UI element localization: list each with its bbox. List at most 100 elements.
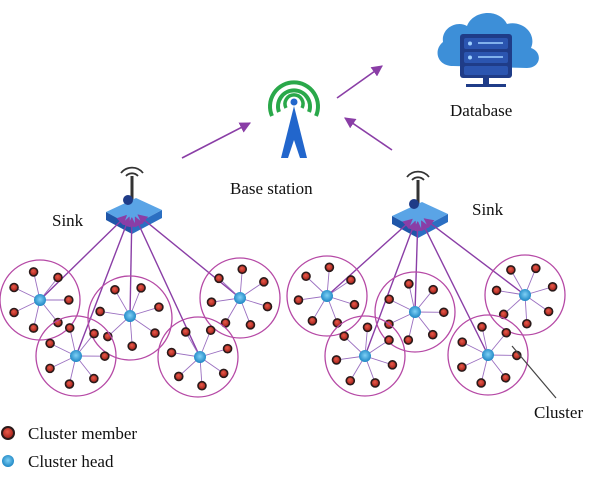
cluster [158, 317, 238, 397]
cluster-member [350, 301, 358, 309]
cluster-member [65, 296, 73, 304]
cluster-member [502, 374, 510, 382]
cluster [287, 256, 367, 336]
cluster-member [346, 377, 354, 385]
cluster-label: Cluster [534, 403, 583, 422]
cluster-head [124, 310, 136, 322]
cluster-member [493, 286, 501, 294]
cluster-member [128, 342, 136, 350]
cluster-member [90, 330, 98, 338]
cluster-member [66, 324, 74, 332]
database-label: Database [450, 101, 512, 120]
cluster-member [523, 320, 531, 328]
cluster-member [532, 264, 540, 272]
cluster-member [198, 382, 206, 390]
cluster-member [224, 345, 232, 353]
cloud-server-icon [438, 13, 539, 87]
cluster-member [137, 284, 145, 292]
cluster-member [10, 308, 18, 316]
cluster-member [90, 375, 98, 383]
cluster-member [388, 361, 396, 369]
arrow-right-sink-to-base [345, 118, 392, 150]
cluster [485, 255, 565, 335]
legend: Cluster member Cluster head [2, 424, 137, 471]
cluster-member [308, 317, 316, 325]
cluster-member [340, 332, 348, 340]
sink-left-label: Sink [52, 211, 84, 230]
cluster-head [34, 294, 46, 306]
cluster [448, 315, 528, 395]
cluster-member [333, 319, 341, 327]
cluster-member [332, 356, 340, 364]
cluster-member [111, 286, 119, 294]
cluster [36, 316, 116, 396]
legend-member-swatch [2, 427, 14, 439]
legend-head-label: Cluster head [28, 452, 114, 471]
arrow-base-to-database [337, 66, 382, 98]
cluster-member [371, 379, 379, 387]
cluster-member [478, 323, 486, 331]
cluster-member [46, 339, 54, 347]
cluster-member [101, 352, 109, 360]
cluster-member [429, 286, 437, 294]
cluster-member [502, 329, 510, 337]
cluster-member [549, 283, 557, 291]
cluster [325, 316, 405, 396]
cluster-member [458, 363, 466, 371]
cluster-pointer-line [512, 346, 556, 398]
cluster-head [194, 351, 206, 363]
cluster-member [325, 263, 333, 271]
cluster-member [545, 307, 553, 315]
cluster-member [215, 274, 223, 282]
cluster-head [519, 289, 531, 301]
cluster-member [208, 298, 216, 306]
cluster-member [458, 338, 466, 346]
cluster-member [151, 329, 159, 337]
cluster-member [405, 280, 413, 288]
cluster-member [30, 324, 38, 332]
base-station-label: Base station [230, 179, 313, 198]
sink-router-icon [392, 172, 448, 238]
cluster-head [321, 290, 333, 302]
sink-router-icon [106, 168, 162, 234]
cluster-member [507, 266, 515, 274]
cluster-member [263, 303, 271, 311]
cluster-member [46, 364, 54, 372]
cluster-member [294, 296, 302, 304]
legend-head-swatch [2, 455, 14, 467]
cluster-member [10, 284, 18, 292]
cluster-member [364, 323, 372, 331]
cluster-member [260, 278, 268, 286]
legend-member-label: Cluster member [28, 424, 137, 443]
cluster-member [440, 308, 448, 316]
cluster-head [70, 350, 82, 362]
cluster-member [477, 379, 485, 387]
cluster-head [482, 349, 494, 361]
cluster-member [182, 328, 190, 336]
cluster-member [155, 303, 163, 311]
cluster-member [168, 349, 176, 357]
cluster-member [302, 272, 310, 280]
cluster-head [234, 292, 246, 304]
clusters-group [0, 215, 565, 397]
sink-right-label: Sink [472, 200, 504, 219]
cluster-member [385, 336, 393, 344]
cluster-member [404, 336, 412, 344]
cluster-member [207, 326, 215, 334]
cluster-member [54, 273, 62, 281]
cluster-member [30, 268, 38, 276]
cluster-member [96, 307, 104, 315]
cluster-member [220, 369, 228, 377]
cluster-head [359, 350, 371, 362]
cluster-member [246, 321, 254, 329]
cluster-member [65, 380, 73, 388]
cluster-member [429, 331, 437, 339]
cluster-member [175, 372, 183, 380]
arrow-left-sink-to-base [182, 123, 250, 158]
cluster-member [238, 265, 246, 273]
base-station-tower-icon [270, 82, 318, 158]
cluster-member [385, 295, 393, 303]
cluster-member [347, 276, 355, 284]
